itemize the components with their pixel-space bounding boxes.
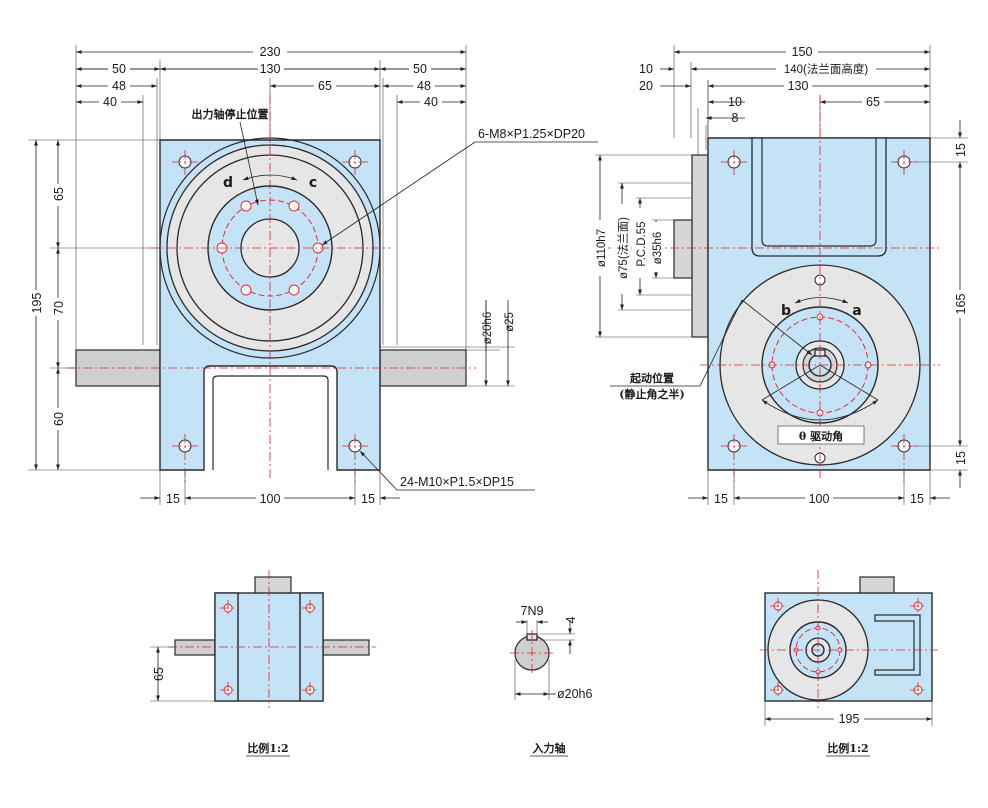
dim-right-165: 165 bbox=[954, 294, 968, 315]
dim-side-20: 20 bbox=[639, 79, 653, 93]
dim-bottom-15-right: 15 bbox=[361, 492, 375, 506]
small-right-caption: 比例1:2 bbox=[827, 741, 868, 755]
rotation-b-label: b bbox=[781, 303, 791, 319]
small-left-dim: 65 bbox=[152, 667, 166, 681]
shaft-key-depth: 4 bbox=[564, 616, 578, 623]
dim-pcd: P.C.D.55 bbox=[636, 221, 648, 266]
dim-right-40: 40 bbox=[424, 95, 438, 109]
dim-side-bottom-15-left: 15 bbox=[714, 492, 728, 506]
dim-half-offset: 65 bbox=[318, 79, 332, 93]
dim-dia-75: ø75(法兰面) bbox=[616, 217, 630, 279]
dim-side-8: 8 bbox=[732, 111, 739, 125]
dim-right-48: 48 bbox=[417, 79, 431, 93]
small-right-dim: 195 bbox=[839, 712, 860, 726]
rotation-d-label: d bbox=[223, 175, 233, 191]
dim-bottom-100: 100 bbox=[260, 492, 281, 506]
rotation-c-label: c bbox=[309, 175, 317, 191]
dim-height-total: 195 bbox=[30, 293, 44, 314]
small-side-view: 195 比例1:2 bbox=[760, 570, 938, 757]
start-position-note: (静止角之半) bbox=[619, 387, 684, 401]
dim-right-15-top: 15 bbox=[954, 143, 968, 157]
dim-left-offset: 50 bbox=[112, 62, 126, 76]
dim-dia-110: ø110h7 bbox=[596, 229, 608, 267]
dim-right-offset: 50 bbox=[413, 62, 427, 76]
dim-side-bottom-100: 100 bbox=[809, 492, 830, 506]
dim-right-15-bottom: 15 bbox=[954, 451, 968, 465]
dim-left-40: 40 bbox=[103, 95, 117, 109]
thread-spec-top: 6-M8×P1.25×DP20 bbox=[478, 127, 585, 141]
dim-side-10b: 10 bbox=[728, 95, 742, 109]
output-stop-label: 出力轴停止位置 bbox=[192, 107, 269, 121]
dim-height-65: 65 bbox=[52, 187, 66, 201]
shaft-dia-label: ø20h6 bbox=[557, 687, 592, 701]
dim-bottom-15-left: 15 bbox=[166, 492, 180, 506]
dim-center-width: 130 bbox=[260, 62, 281, 76]
dim-side-overall: 150 bbox=[792, 45, 813, 59]
dim-height-70: 70 bbox=[52, 301, 66, 315]
shaft-key-width: 7N9 bbox=[521, 604, 544, 618]
dim-side-65: 65 bbox=[866, 95, 880, 109]
dim-overall-width: 230 bbox=[260, 45, 281, 59]
thread-spec-bottom: 24-M10×P1.5×DP15 bbox=[400, 475, 514, 489]
front-view: 230 50 130 50 48 65 48 40 40 bbox=[28, 44, 598, 506]
dim-side-130: 130 bbox=[788, 79, 809, 93]
dim-side-10a: 10 bbox=[639, 62, 653, 76]
start-position-label: 起动位置 bbox=[629, 371, 674, 385]
dim-side-bottom-15-right: 15 bbox=[910, 492, 924, 506]
drive-angle-label: θ 驱动角 bbox=[799, 429, 843, 443]
dim-flange-height: 140(法兰面高度) bbox=[784, 62, 869, 76]
small-front-view: 65 比例1:2 bbox=[150, 570, 376, 757]
small-left-caption: 比例1:2 bbox=[247, 741, 288, 755]
dim-boss-dia: ø25 bbox=[504, 312, 516, 332]
dim-shaft-dia: ø20h6 bbox=[482, 312, 494, 345]
dim-dia-35: ø35h6 bbox=[652, 232, 664, 265]
flange-holes bbox=[216, 200, 324, 296]
dim-left-48: 48 bbox=[112, 79, 126, 93]
shaft-caption: 入力轴 bbox=[533, 741, 566, 755]
side-view: 150 140(法兰面高度) 130 65 10 20 10 8 bbox=[592, 44, 968, 506]
dim-height-60: 60 bbox=[52, 412, 66, 426]
input-shaft-section: 7N9 4 ø20h6 入力轴 bbox=[510, 604, 592, 757]
rotation-a-label: a bbox=[852, 303, 861, 319]
